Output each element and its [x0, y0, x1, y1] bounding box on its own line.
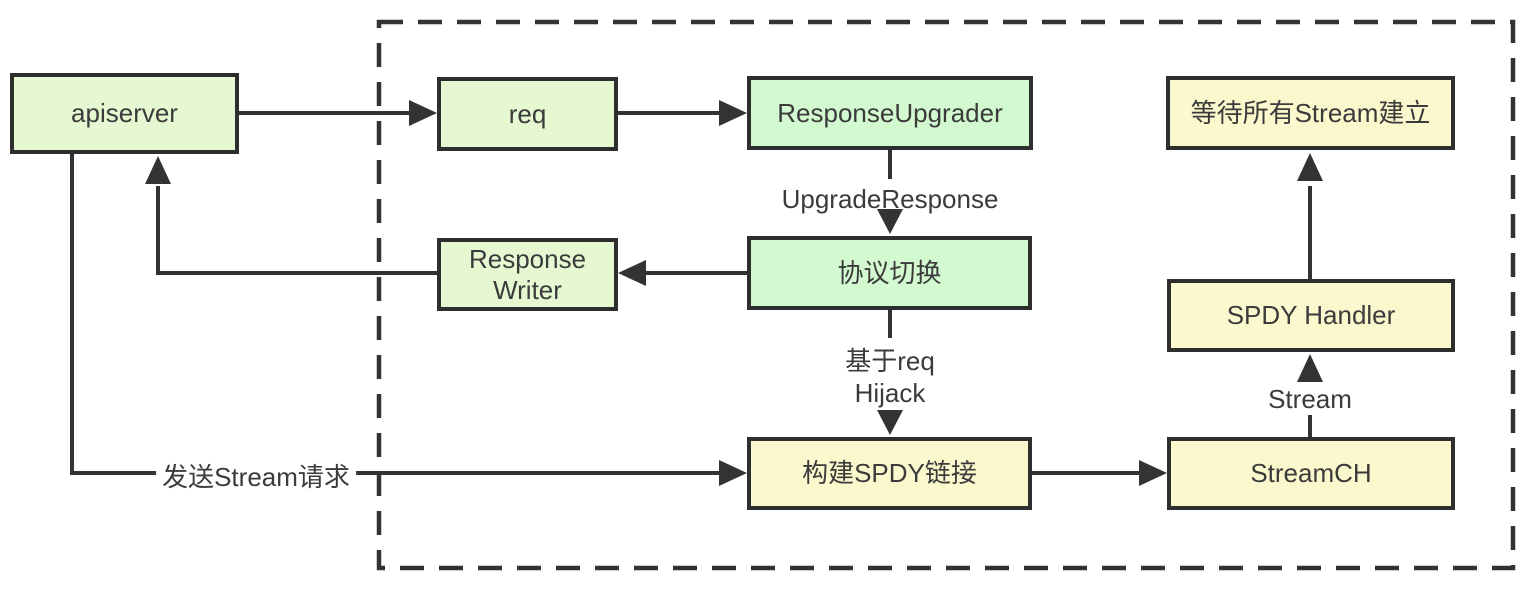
arrowhead-up-icon: [1297, 153, 1323, 181]
edge-build-spdy-to-stream-ch: [1032, 460, 1167, 486]
arrowhead-up-icon: [1297, 354, 1323, 382]
edge-spdy-handler-to-wait-streams: [1297, 153, 1323, 279]
edge-label-send-stream-request: 发送Stream请求: [156, 461, 356, 493]
node-response-upgrader: ResponseUpgrader: [747, 76, 1033, 150]
edge-label-hijack: 基于req Hijack: [845, 345, 935, 409]
edge-response-writer-to-apiserver: [145, 156, 437, 275]
arrowhead-right-icon: [1139, 460, 1167, 486]
node-build-spdy-connection: 构建SPDY链接: [747, 437, 1032, 510]
node-wait-all-streams: 等待所有Stream建立: [1166, 76, 1455, 150]
node-apiserver: apiserver: [10, 73, 239, 154]
node-stream-ch: StreamCH: [1167, 437, 1455, 510]
node-protocol-switch: 协议切换: [747, 236, 1032, 310]
edge-req-to-response-upgrader: [618, 100, 747, 126]
node-response-writer: Response Writer: [437, 238, 618, 311]
node-req: req: [437, 77, 618, 151]
edge-label-stream: Stream: [1262, 383, 1358, 415]
edge-label-hijack-line2: Hijack: [854, 378, 926, 408]
edge-response-upgrader-to-protocol-switch: [877, 150, 903, 234]
edge-stream-ch-to-spdy-handler: [1297, 354, 1323, 437]
arrowhead-up-icon: [145, 156, 171, 184]
edge-protocol-switch-to-build-spdy: [877, 310, 903, 435]
arrowhead-right-icon: [719, 100, 747, 126]
arrowhead-down-icon: [877, 410, 903, 435]
edge-protocol-switch-to-response-writer: [618, 260, 747, 286]
edge-label-hijack-line1: 基于req: [845, 346, 935, 376]
arrowhead-left-icon: [618, 260, 646, 286]
arrowhead-right-icon: [409, 100, 437, 126]
edge-apiserver-to-req: [239, 100, 437, 126]
arrowhead-right-icon: [719, 460, 747, 486]
edge-label-upgrade-response: UpgradeResponse: [781, 184, 999, 214]
node-spdy-handler: SPDY Handler: [1167, 279, 1455, 352]
arrowhead-down-icon: [877, 209, 903, 234]
edge-apiserver-to-build-spdy: [70, 154, 747, 486]
dashed-boundary: [376, 19, 1516, 571]
